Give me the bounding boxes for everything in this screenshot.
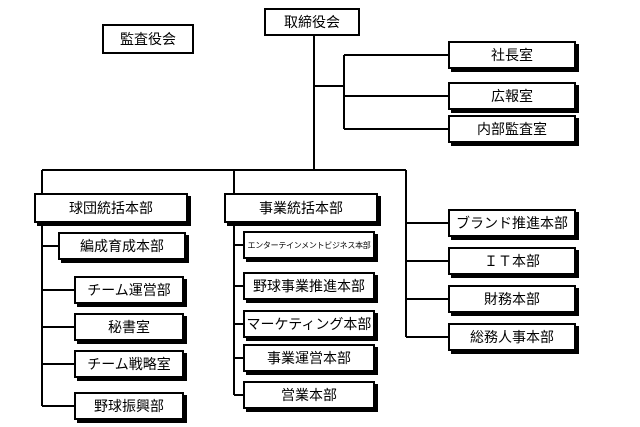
division-box-business: 事業統括本部 [224,193,378,223]
unit-box-brand-promotion: ブランド推進本部 [448,209,576,237]
unit-box-sales: 営業本部 [243,381,375,409]
staff-box-internal-audit: 内部監査室 [448,115,576,143]
unit-box-secretary-office: 秘書室 [74,313,184,341]
unit-box-roster-development: 編成育成本部 [58,232,186,260]
unit-box-team-strategy: チーム戦略室 [74,350,184,378]
unit-box-entertainment-business: エンターテインメントビジネス本部 [243,231,375,259]
unit-box-business-operations: 事業運営本部 [243,344,375,372]
staff-box-president-office: 社長室 [448,41,576,69]
auditors-box: 監査役会 [102,24,194,54]
unit-box-finance: 財務本部 [448,285,576,313]
unit-box-team-operations: チーム運営部 [74,276,184,304]
unit-box-baseball-business-promotion: 野球事業推進本部 [243,272,375,300]
unit-box-general-affairs-hr: 総務人事本部 [448,323,576,351]
board-box: 取締役会 [264,8,360,36]
unit-box-marketing: マーケティング本部 [243,310,375,338]
staff-box-pr-office: 広報室 [448,82,576,110]
division-box-baseball-ops: 球団統括本部 [34,193,188,223]
unit-box-it: ＩＴ本部 [448,247,576,275]
unit-box-baseball-promotion: 野球振興部 [74,392,184,420]
